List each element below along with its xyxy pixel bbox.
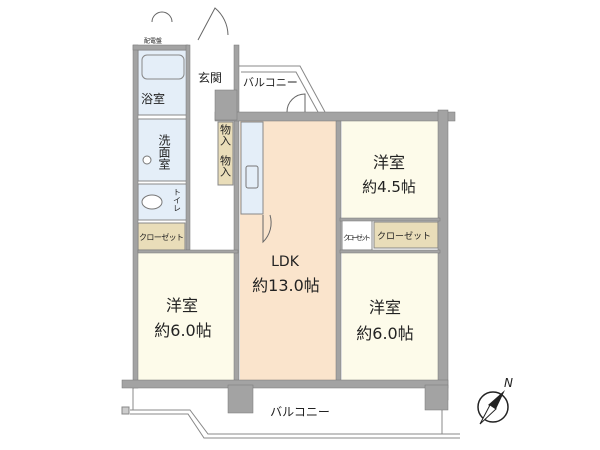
distribution-board-label: 配電盤 bbox=[144, 37, 162, 45]
entrance-door[interactable] bbox=[151, 7, 229, 41]
balcony-door[interactable] bbox=[286, 93, 306, 113]
toilet-icon bbox=[141, 194, 163, 210]
bedroom-45 bbox=[342, 121, 439, 218]
bedroom-left bbox=[138, 252, 236, 382]
washbasin-icon bbox=[142, 155, 152, 165]
bathtub bbox=[141, 54, 185, 80]
bedroom-left-size: 約6.0帖 bbox=[154, 321, 211, 340]
bedroom-45-name: 洋室 bbox=[373, 153, 405, 172]
bedroom-right-name: 洋室 bbox=[369, 298, 401, 317]
bottom-balcony-label: バルコニー bbox=[270, 405, 330, 419]
bedroom-45-size: 約4.5帖 bbox=[362, 178, 416, 196]
small-closet bbox=[341, 219, 373, 251]
entrance-label: 玄関 bbox=[198, 70, 222, 85]
top-balcony bbox=[237, 65, 326, 113]
top-balcony-label: バルコニー bbox=[243, 76, 298, 89]
walls bbox=[121, 44, 456, 414]
bathroom-label: 浴室 bbox=[141, 91, 165, 106]
storage-label-2: 物入 bbox=[219, 154, 232, 177]
small-closet-label: クローゼット bbox=[343, 233, 371, 242]
storage bbox=[217, 121, 234, 186]
ldk-name: LDK bbox=[271, 254, 300, 270]
bedroom-right bbox=[342, 252, 439, 382]
toilet-label: トイレ bbox=[173, 188, 182, 212]
compass-icon: N bbox=[477, 376, 513, 425]
closet-label: クローゼット bbox=[377, 230, 431, 242]
ldk-size: 約13.0帖 bbox=[252, 276, 320, 295]
sink-icon bbox=[245, 165, 259, 189]
bedroom-right-size: 約6.0帖 bbox=[356, 324, 413, 343]
compass-north-label: N bbox=[504, 376, 513, 390]
bottom-balcony bbox=[121, 388, 460, 439]
washroom-label: 洗面室 bbox=[157, 134, 171, 170]
bedroom-left-name: 洋室 bbox=[166, 296, 198, 315]
storage-label-1: 物入 bbox=[219, 123, 232, 146]
ldk-door[interactable] bbox=[262, 214, 272, 244]
left-closet-label: クローゼット bbox=[139, 232, 184, 242]
